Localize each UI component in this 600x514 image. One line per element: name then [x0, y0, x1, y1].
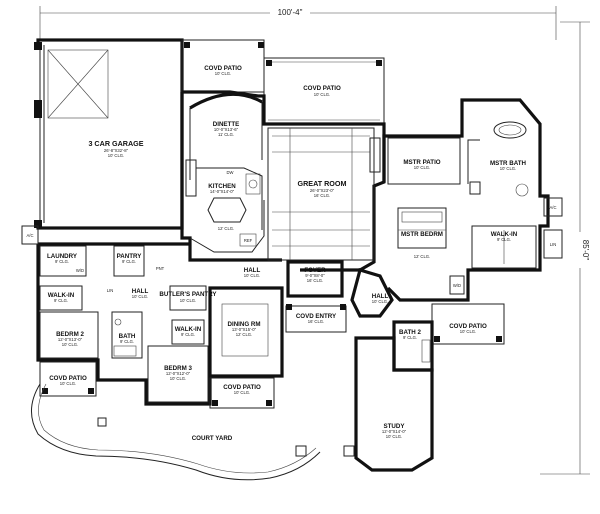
hall-east-name: HALL: [372, 293, 389, 300]
butlers-pantry-ceiling: 10' CLG.: [180, 298, 196, 303]
great-room: GREAT ROOM 26'-0"X23'-0" 16' CLG.: [267, 127, 381, 261]
pantry-ceiling: 9' CLG.: [122, 259, 136, 264]
bedrm2-size: 12'-0"X13'-0": [58, 337, 83, 342]
mstr-patio-ceiling: 10' CLG.: [414, 165, 430, 170]
covd-patio-east: COVD PATIO 10' CLG.: [431, 303, 505, 345]
kitchen-ceiling: 12' CLG.: [218, 226, 234, 231]
hall-center-ceiling: 10' CLG.: [244, 273, 260, 278]
kitchen-name: KITCHEN: [208, 183, 236, 190]
study-name: STUDY: [384, 423, 406, 430]
master-suite: MSTR PATIO 10' CLG. MSTR BATH 10' CLG. M…: [382, 98, 563, 302]
walk-in-master-name: WALK-IN: [491, 231, 518, 238]
covd-patio-west: COVD PATIO 10' CLG.: [39, 361, 97, 397]
covd-patio-west-ceiling: 10' CLG.: [60, 381, 76, 386]
ref-label: REF: [244, 238, 253, 243]
bath-west-name: BATH: [119, 333, 136, 340]
walk-in-master-ceiling: 9' CLG.: [497, 237, 511, 242]
garage-ceiling: 10' CLG.: [108, 153, 124, 158]
covd-patio-rear-name: COVD PATIO: [303, 85, 341, 92]
covd-entry-ceiling: 16' CLG.: [308, 319, 324, 324]
laundry-ceiling: 9' CLG.: [55, 259, 69, 264]
overall-depth-dimension: 85'-0": [540, 21, 590, 475]
mstr-bedrm-ceiling: 12' CLG.: [414, 254, 430, 259]
dining-rm-size: 13'-0"X15'-0": [232, 327, 257, 332]
hall-west-name: HALL: [132, 288, 149, 295]
hall-center-name: HALL: [244, 267, 261, 274]
covd-patio-east-name: COVD PATIO: [449, 323, 487, 330]
laundry-name: LAUNDRY: [47, 253, 78, 260]
walk-in-b3-ceiling: 9' CLG.: [181, 332, 195, 337]
covd-patio-rear-ceiling: 10' CLG.: [314, 92, 330, 97]
covd-patio-east-ceiling: 10' CLG.: [460, 329, 476, 334]
wd-east-label: W/D: [453, 283, 461, 288]
covd-patio-front-name: COVD PATIO: [223, 384, 261, 391]
main-walls: [180, 90, 386, 272]
mstr-patio-name: MSTR PATIO: [403, 159, 440, 166]
mstr-bath-name: MSTR BATH: [490, 160, 527, 167]
court-yard-name: COURT YARD: [192, 435, 233, 442]
hall-west-ceiling: 10' CLG.: [132, 294, 148, 299]
foyer-name: FOYER: [304, 267, 326, 274]
pnt-label: PNT: [156, 266, 165, 271]
butlers-pantry-name: BUTLER'S PANTRY: [159, 291, 217, 298]
mstr-bath-ceiling: 10' CLG.: [500, 166, 516, 171]
east-block: HALL 10' CLG. BATH 2 9' CLG. STUDY 12'-0…: [350, 267, 434, 472]
foyer-size: 9'-0"X8'-0": [305, 273, 325, 278]
west-wing: A/C LAUNDRY 9' CLG. W/D PANTRY 9' CLG. W…: [21, 225, 217, 406]
lin-label: LIN: [550, 242, 557, 247]
ac-east-label: A/C: [550, 205, 557, 210]
bath-west-ceiling: 9' CLG.: [120, 339, 134, 344]
covd-patio-garage: COVD PATIO 10' CLG.: [181, 39, 265, 93]
dinette-name: DINETTE: [213, 121, 239, 128]
court-yard: COURT YARD: [31, 383, 355, 481]
walk-in-b2-name: WALK-IN: [48, 292, 75, 299]
covd-patio-front: COVD PATIO 10' CLG.: [209, 377, 275, 409]
overall-width-dimension: 100'-4": [39, 6, 557, 40]
bedrm3-name: BEDRM 3: [164, 365, 192, 372]
great-room-size: 26'-0"X23'-0": [310, 188, 335, 193]
covd-patio-west-name: COVD PATIO: [49, 375, 87, 382]
dinette: DINETTE 10'-0"X13'-6" 11' CLG.: [189, 102, 263, 180]
bedrm3-size: 12'-0"X12'-0": [166, 371, 191, 376]
center-block: HALL 10' CLG. DINING RM 13'-0"X15'-0" 12…: [208, 260, 347, 378]
wd-label: W/D: [76, 268, 84, 273]
foyer-ceiling: 16' CLG.: [307, 278, 323, 283]
covd-entry-name: COVD ENTRY: [296, 313, 337, 320]
lin-west-label: LIN: [107, 288, 114, 293]
study-size: 12'-0"X14'-0": [382, 429, 407, 434]
bedrm3-ceiling: 10' CLG.: [170, 376, 186, 381]
dw-label: DW: [227, 170, 234, 175]
bedrm2-name: BEDRM 2: [56, 331, 84, 338]
kitchen: DW KITCHEN 14'-0"X14'-0" 12' CLG. REF: [185, 159, 263, 247]
kitchen-size: 14'-0"X14'-0": [210, 189, 235, 194]
dinette-ceiling: 11' CLG.: [218, 132, 234, 137]
mstr-bedrm-name: MSTR BEDRM: [401, 231, 443, 238]
hall-east-ceiling: 10' CLG.: [372, 299, 388, 304]
dining-rm-name: DINING RM: [228, 321, 261, 328]
garage: 3 CAR GARAGE 26'-8"X32'-8" 10' CLG.: [34, 38, 184, 230]
bedrm2-ceiling: 10' CLG.: [62, 342, 78, 347]
depth-dimension-text: 85'-0": [581, 240, 590, 261]
covd-patio-garage-name: COVD PATIO: [204, 65, 242, 72]
walk-in-b3-name: WALK-IN: [175, 326, 202, 333]
pantry-name: PANTRY: [117, 253, 143, 260]
ac-west-label: A/C: [27, 233, 34, 238]
walk-in-b2-ceiling: 9' CLG.: [54, 298, 68, 303]
bath2-name: BATH 2: [399, 329, 421, 336]
garage-name: 3 CAR GARAGE: [88, 139, 143, 148]
study-ceiling: 10' CLG.: [386, 434, 402, 439]
great-room-ceiling: 16' CLG.: [314, 193, 330, 198]
garage-size: 26'-8"X32'-8": [104, 148, 129, 153]
great-room-name: GREAT ROOM: [298, 179, 347, 188]
covd-patio-rear: COVD PATIO 10' CLG.: [263, 57, 385, 125]
dinette-size: 10'-0"X13'-6": [214, 127, 239, 132]
width-dimension-text: 100'-4": [278, 8, 303, 17]
bath2-ceiling: 9' CLG.: [403, 335, 417, 340]
covd-patio-garage-ceiling: 10' CLG.: [215, 71, 231, 76]
covd-patio-front-ceiling: 10' CLG.: [234, 390, 250, 395]
dining-rm-ceiling: 12' CLG.: [236, 332, 252, 337]
